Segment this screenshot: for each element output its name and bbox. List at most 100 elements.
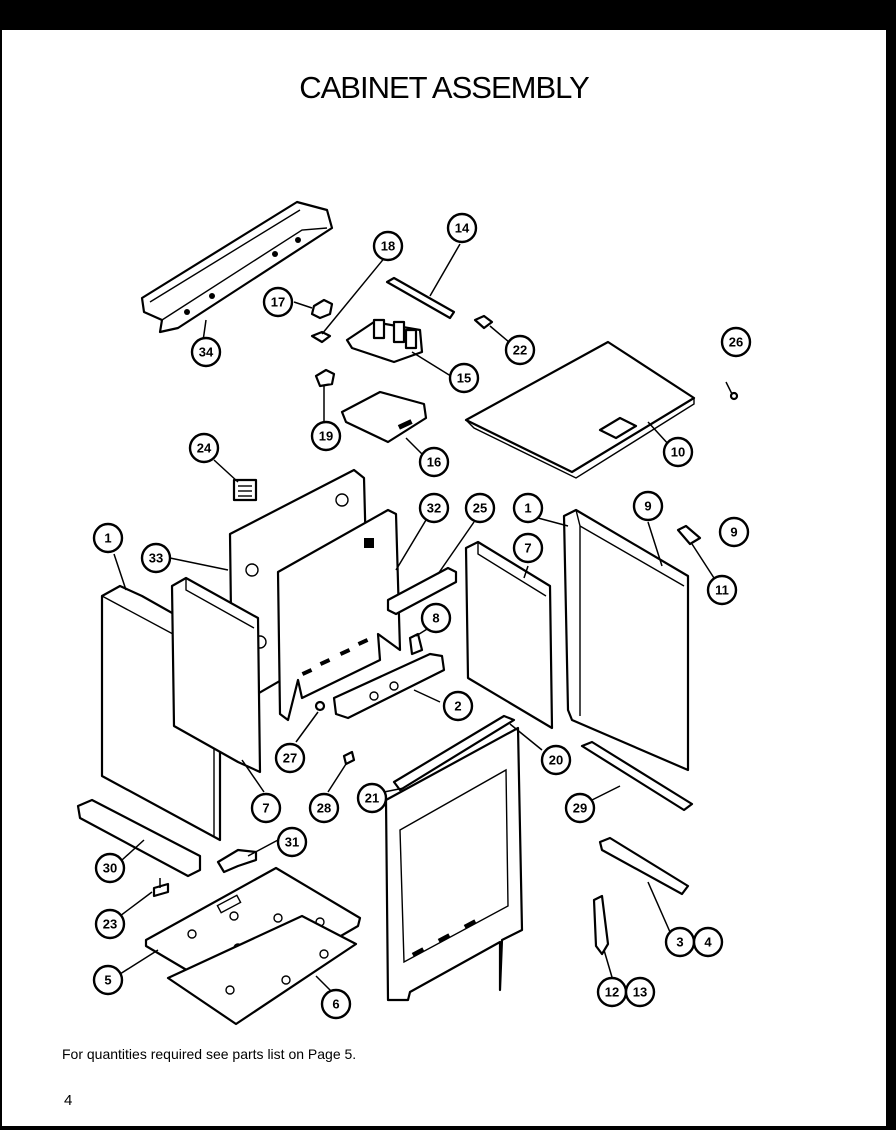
callout-21: 21 [356, 782, 388, 814]
svg-text:7: 7 [262, 801, 269, 816]
part-28-nut [342, 750, 356, 766]
callout-31: 31 [276, 826, 308, 858]
callout-16: 16 [418, 446, 450, 478]
svg-text:27: 27 [283, 751, 297, 766]
part-17-clip [310, 298, 334, 320]
callout-14: 14 [446, 212, 478, 244]
page-title: CABINET ASSEMBLY [299, 70, 590, 105]
callout-1-right: 1 [512, 492, 544, 524]
part-22-block [473, 314, 494, 330]
callout-24: 24 [188, 432, 220, 464]
svg-text:25: 25 [473, 501, 487, 516]
svg-text:12: 12 [605, 985, 619, 1000]
svg-text:3: 3 [676, 935, 683, 950]
svg-text:10: 10 [671, 445, 685, 460]
svg-text:1: 1 [524, 501, 531, 516]
callout-28: 28 [308, 792, 340, 824]
callout-2: 2 [442, 690, 474, 722]
svg-text:32: 32 [427, 501, 441, 516]
part-15-valve-assembly [345, 318, 424, 364]
callout-27: 27 [274, 742, 306, 774]
part-32-inner-back [276, 508, 402, 722]
part-23-leveling-leg [152, 878, 170, 898]
svg-text:30: 30 [103, 861, 117, 876]
part-19-clip [314, 368, 336, 388]
svg-text:15: 15 [457, 371, 471, 386]
svg-text:13: 13 [633, 985, 647, 1000]
svg-text:17: 17 [271, 295, 285, 310]
svg-text:21: 21 [365, 791, 379, 806]
callout-3: 3 [664, 926, 696, 958]
svg-text:20: 20 [549, 753, 563, 768]
exploded-parts-diagram: 34 17 18 14 22 15 26 19 [76, 200, 752, 1026]
part-7-right-liner [464, 540, 554, 730]
callout-7-left: 7 [250, 792, 282, 824]
callout-26: 26 [720, 326, 752, 358]
callout-5: 5 [92, 964, 124, 996]
part-21-front-frame [384, 726, 524, 1002]
svg-text:1: 1 [104, 531, 111, 546]
svg-text:28: 28 [317, 801, 331, 816]
part-31-bracket [216, 848, 258, 874]
manual-page: CABINET ASSEMBLY [2, 30, 886, 1126]
callout-7-right: 7 [512, 532, 544, 564]
callout-10: 10 [662, 436, 694, 468]
part-6-bottom-plate [166, 914, 358, 1026]
callout-8: 8 [420, 602, 452, 634]
part-8-small-bracket [408, 632, 424, 656]
callout-29: 29 [564, 792, 596, 824]
svg-text:23: 23 [103, 917, 117, 932]
callout-13: 13 [624, 976, 656, 1008]
callout-32: 32 [418, 492, 450, 524]
svg-text:24: 24 [197, 441, 212, 456]
part-24-label [232, 478, 258, 502]
svg-text:29: 29 [573, 801, 587, 816]
callout-1-left: 1 [92, 522, 124, 554]
svg-text:19: 19 [319, 429, 333, 444]
svg-text:4: 4 [704, 935, 712, 950]
callout-25: 25 [464, 492, 496, 524]
part-34-top-rail [140, 200, 334, 334]
callout-23: 23 [94, 908, 126, 940]
svg-text:18: 18 [381, 239, 395, 254]
svg-text:31: 31 [285, 835, 299, 850]
part-30-left-base-rail [76, 798, 202, 878]
svg-text:16: 16 [427, 455, 441, 470]
part-10-top-panel [464, 340, 696, 479]
page-number: 4 [64, 1092, 73, 1109]
callout-17: 17 [262, 286, 294, 318]
callout-19: 19 [310, 420, 342, 452]
svg-text:7: 7 [524, 541, 531, 556]
callout-33: 33 [140, 542, 172, 574]
callout-30: 30 [94, 852, 126, 884]
callout-9-upper: 9 [632, 490, 664, 522]
svg-text:14: 14 [455, 221, 470, 236]
part-12-13-hinge [592, 894, 610, 956]
svg-text:26: 26 [729, 335, 743, 350]
svg-text:2: 2 [454, 699, 461, 714]
svg-text:8: 8 [432, 611, 439, 626]
part-7-left-liner [170, 576, 262, 774]
callout-11: 11 [706, 574, 738, 606]
part-20-strip [392, 714, 516, 792]
callout-34: 34 [190, 336, 222, 368]
callout-9-lower: 9 [718, 516, 750, 548]
callout-15: 15 [448, 362, 480, 394]
part-11-bracket [676, 524, 702, 546]
part-2-front-rail [332, 652, 446, 720]
callout-20: 20 [540, 744, 572, 776]
svg-text:34: 34 [199, 345, 214, 360]
part-3-4-rail [598, 836, 690, 896]
callout-6: 6 [320, 988, 352, 1020]
svg-text:9: 9 [644, 499, 651, 514]
part-18-small-bracket [310, 330, 332, 344]
callout-22: 22 [504, 334, 536, 366]
callout-12: 12 [596, 976, 628, 1008]
callout-4: 4 [692, 926, 724, 958]
part-16-bracket [340, 390, 428, 444]
part-14-bar [385, 276, 456, 320]
svg-text:5: 5 [104, 973, 111, 988]
quantities-footnote: For quantities required see parts list o… [62, 1046, 357, 1062]
svg-text:11: 11 [715, 583, 729, 598]
part-25-bracket [386, 566, 458, 616]
